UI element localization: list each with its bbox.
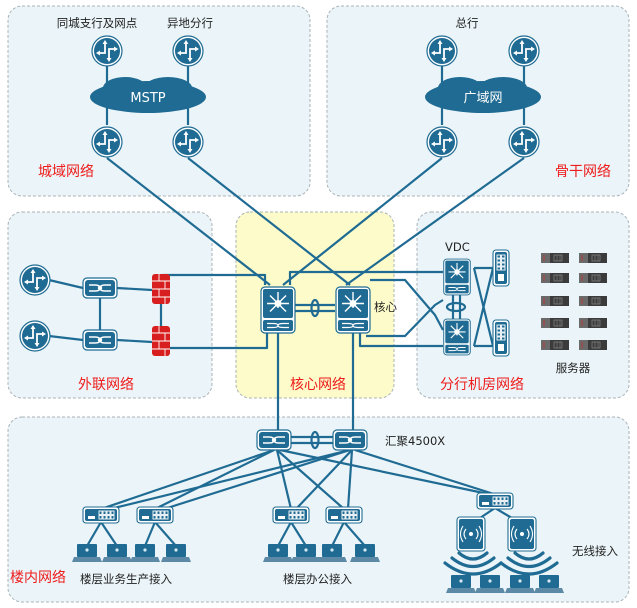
- aggregation-label: 汇聚4500X: [385, 434, 445, 448]
- servers-label: 服务器: [556, 361, 591, 375]
- core-switch-icon: [335, 286, 371, 334]
- office-access-label: 楼层办公接入: [283, 572, 352, 586]
- router-icon: [19, 320, 51, 352]
- server-icon: [578, 339, 608, 351]
- link-aggregation-icon: [445, 301, 467, 313]
- access-switch-icon: [476, 492, 514, 510]
- switch-icon: [82, 277, 118, 299]
- router-icon: [426, 35, 458, 67]
- vdc-label: VDC: [445, 240, 470, 254]
- zone-title-metro: 城域网络: [38, 164, 94, 180]
- wireless-ap-icon: [507, 516, 537, 552]
- zone-title-extranet: 外联网络: [78, 377, 134, 393]
- links: [48, 65, 526, 547]
- wan-cloud: 广域网: [425, 77, 541, 113]
- firewall-icon: [151, 273, 171, 305]
- zone-title-building: 楼内网络: [10, 570, 66, 586]
- site-label-head-office: 总行: [456, 16, 479, 30]
- zone-extranet: [7, 211, 213, 399]
- router-icon: [91, 126, 123, 158]
- router-icon: [172, 126, 204, 158]
- core-switch-icon: [260, 286, 296, 334]
- vdc-switch-icon: [443, 318, 471, 356]
- firewall-icon: [151, 325, 171, 357]
- server-icon: [578, 295, 608, 307]
- router-icon: [172, 35, 204, 67]
- mstp-cloud-label: MSTP: [130, 91, 165, 106]
- server-icon: [540, 339, 570, 351]
- wan-cloud-label: 广域网: [463, 91, 502, 106]
- access-switch-icon: [492, 249, 510, 287]
- mstp-cloud: MSTP: [90, 77, 206, 113]
- access-switch-icon: [82, 506, 120, 524]
- server-icon: [540, 295, 570, 307]
- access-switch-icon: [325, 506, 363, 524]
- zone-title-core: 核心网络: [290, 377, 346, 393]
- aggregation-switch-icon: [256, 429, 292, 451]
- aggregation-switch-icon: [332, 429, 368, 451]
- server-icon: [578, 272, 608, 284]
- site-label-local-branch: 同城支行及网点: [57, 16, 138, 30]
- access-switch-icon: [492, 319, 510, 357]
- router-icon: [426, 126, 458, 158]
- server-icon: [540, 317, 570, 329]
- router-icon: [508, 35, 540, 67]
- access-switch-icon: [136, 506, 174, 524]
- wireless-ap-icon: [456, 516, 486, 552]
- vdc-switch-icon: [443, 258, 471, 296]
- access-switch-icon: [272, 506, 310, 524]
- zone-title-branch-dc: 分行机房网络: [440, 377, 524, 393]
- server-icon: [578, 252, 608, 264]
- router-icon: [508, 126, 540, 158]
- server-icon: [540, 252, 570, 264]
- core-label: 核心: [374, 300, 397, 314]
- router-icon: [91, 35, 123, 67]
- zone-title-backbone: 骨干网络: [555, 164, 611, 180]
- zone-building: [7, 416, 630, 603]
- switch-icon: [82, 329, 118, 351]
- server-icon: [578, 317, 608, 329]
- router-icon: [19, 264, 51, 296]
- production-access-label: 楼层业务生产接入: [80, 572, 172, 586]
- site-label-remote-branch: 异地分行: [167, 16, 213, 30]
- wireless-access-label: 无线接入: [572, 544, 618, 558]
- server-icon: [540, 272, 570, 284]
